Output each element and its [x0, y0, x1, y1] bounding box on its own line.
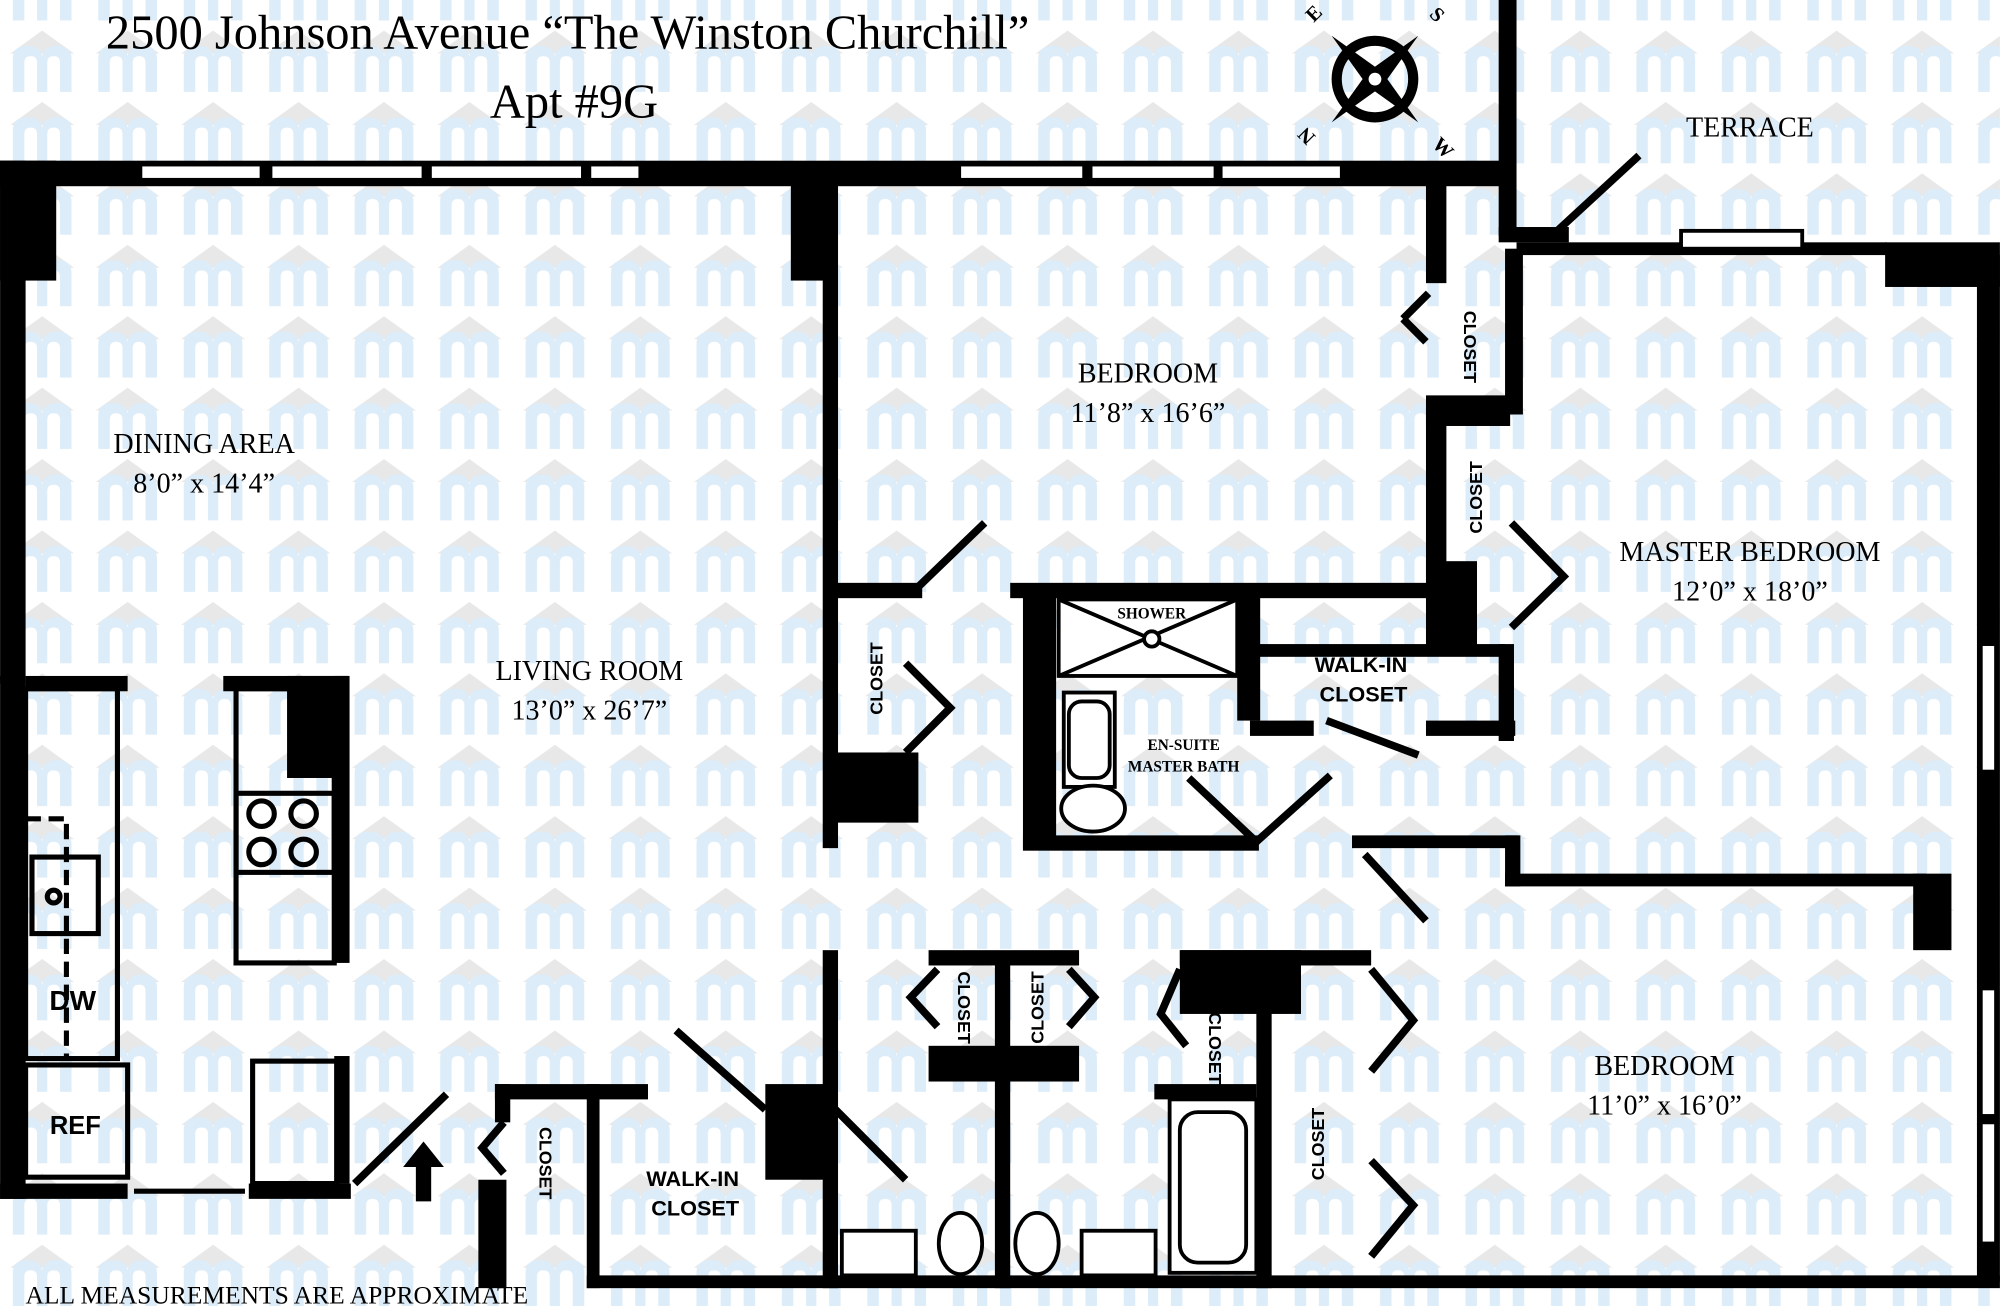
room-name-living: LIVING ROOM [495, 656, 683, 687]
apartment-number: Apt #9G [490, 75, 658, 128]
walkin-master-label-1: WALK-IN [1315, 652, 1408, 677]
ensuite-label-1: EN-SUITE [1148, 737, 1220, 754]
closet-label: CLOSET [954, 971, 974, 1043]
windows [138, 162, 1998, 1246]
closet-label: CLOSET [867, 642, 887, 714]
closet-label: CLOSET [1466, 461, 1486, 533]
room-name-dining: DINING AREA [113, 429, 295, 460]
room-name-master: MASTER BEDROOM [1619, 537, 1880, 568]
room-size-dining: 8’0” x 14’4” [133, 468, 275, 499]
page-title: 2500 Johnson Avenue “The Winston Churchi… [106, 6, 1029, 59]
dishwasher-label: DW [49, 985, 96, 1016]
ensuite-label-2: MASTER BATH [1128, 759, 1240, 776]
closet-label: CLOSET [536, 1127, 556, 1199]
refrigerator-label: REF [50, 1112, 101, 1140]
walkin-hall-label-2: CLOSET [651, 1195, 739, 1220]
kitchen-fixtures [23, 686, 340, 1194]
closet-label: CLOSET [1205, 1012, 1225, 1084]
room-size-living: 13’0” x 26’7” [511, 695, 667, 726]
compass-icon [1331, 35, 1419, 123]
room-size-bedroom-2: 11’0” x 16’0” [1587, 1091, 1742, 1122]
door-swings [351, 152, 1642, 1259]
toilet-icon [1059, 783, 1127, 834]
room-name-bedroom-2: BEDROOM [1594, 1051, 1734, 1082]
closet-label: CLOSET [1308, 1108, 1328, 1180]
room-name-bedroom-1: BEDROOM [1078, 359, 1218, 390]
toilet-icon [936, 1210, 985, 1277]
sink-icon [839, 1228, 918, 1278]
walkin-hall-label-1: WALK-IN [646, 1166, 739, 1191]
room-label-terrace: TERRACE [1686, 112, 1814, 143]
closet-label: CLOSET [1027, 971, 1047, 1043]
room-size-master: 12’0” x 18’0” [1672, 577, 1828, 608]
closet-label: CLOSET [1460, 311, 1480, 383]
shower-label: SHOWER [1117, 606, 1187, 623]
footer-note: ALL MEASUREMENTS ARE APPROXIMATE [25, 1280, 528, 1306]
room-size-bedroom-1: 11’8” x 16’6” [1071, 398, 1226, 429]
bath-fixtures [839, 597, 1259, 1278]
entry-arrow-icon [403, 1141, 444, 1202]
walkin-master-label-2: CLOSET [1320, 681, 1408, 706]
